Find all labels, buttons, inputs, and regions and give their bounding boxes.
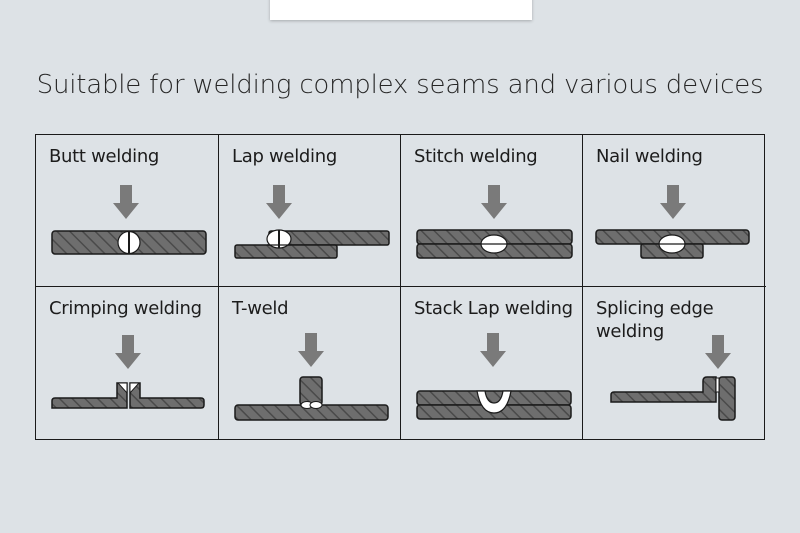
t-weld-diagram bbox=[234, 333, 389, 421]
down-arrow-icon bbox=[266, 185, 292, 219]
nail-welding-diagram bbox=[595, 185, 750, 259]
weld-bead-icon bbox=[309, 401, 323, 409]
down-arrow-icon bbox=[705, 335, 731, 369]
weld-label: Splicing edge welding bbox=[596, 298, 714, 342]
stitch-welding-diagram bbox=[416, 185, 573, 259]
cell-butt-welding: Butt welding bbox=[36, 135, 219, 287]
hatched-plate-icon bbox=[129, 382, 205, 409]
down-arrow-icon bbox=[298, 333, 324, 367]
cell-stack-lap-welding: Stack Lap welding bbox=[401, 287, 583, 439]
weld-label: Nail welding bbox=[596, 146, 703, 167]
cell-splicing-edge-welding: Splicing edge welding bbox=[583, 287, 766, 439]
hatched-plate-icon bbox=[299, 376, 323, 406]
weld-types-grid: Butt welding Lap welding Stitch welding bbox=[35, 134, 766, 440]
hatched-plate-icon bbox=[610, 376, 717, 403]
cell-t-weld: T-weld bbox=[219, 287, 401, 439]
page-title: Suitable for welding complex seams and v… bbox=[36, 70, 764, 100]
hatched-plate-icon bbox=[51, 382, 128, 409]
splicing-edge-welding-diagram bbox=[610, 335, 736, 421]
cell-nail-welding: Nail welding bbox=[583, 135, 766, 287]
butt-welding-diagram bbox=[51, 185, 207, 255]
weld-label: Butt welding bbox=[49, 146, 160, 167]
cell-crimping-welding: Crimping welding bbox=[36, 287, 219, 439]
cell-lap-welding: Lap welding bbox=[219, 135, 401, 287]
weld-bead-icon bbox=[476, 390, 512, 414]
down-arrow-icon bbox=[113, 185, 139, 219]
weld-bead-icon bbox=[715, 377, 720, 393]
weld-bead-icon bbox=[129, 382, 141, 395]
cell-stitch-welding: Stitch welding bbox=[401, 135, 583, 287]
weld-label: Stack Lap welding bbox=[414, 298, 573, 319]
stack-lap-welding-diagram bbox=[416, 333, 572, 420]
down-arrow-icon bbox=[660, 185, 686, 219]
weld-label: Stitch welding bbox=[414, 146, 538, 167]
weld-bead-icon bbox=[116, 382, 128, 395]
lap-welding-diagram bbox=[234, 185, 390, 259]
down-arrow-icon bbox=[115, 335, 141, 369]
weld-label: T-weld bbox=[232, 298, 289, 319]
top-card bbox=[270, 0, 532, 20]
weld-label: Lap welding bbox=[232, 146, 337, 167]
hatched-plate-icon bbox=[718, 376, 736, 421]
down-arrow-icon bbox=[481, 185, 507, 219]
down-arrow-icon bbox=[480, 333, 506, 367]
weld-label: Crimping welding bbox=[49, 298, 202, 319]
crimping-welding-diagram bbox=[51, 335, 205, 409]
